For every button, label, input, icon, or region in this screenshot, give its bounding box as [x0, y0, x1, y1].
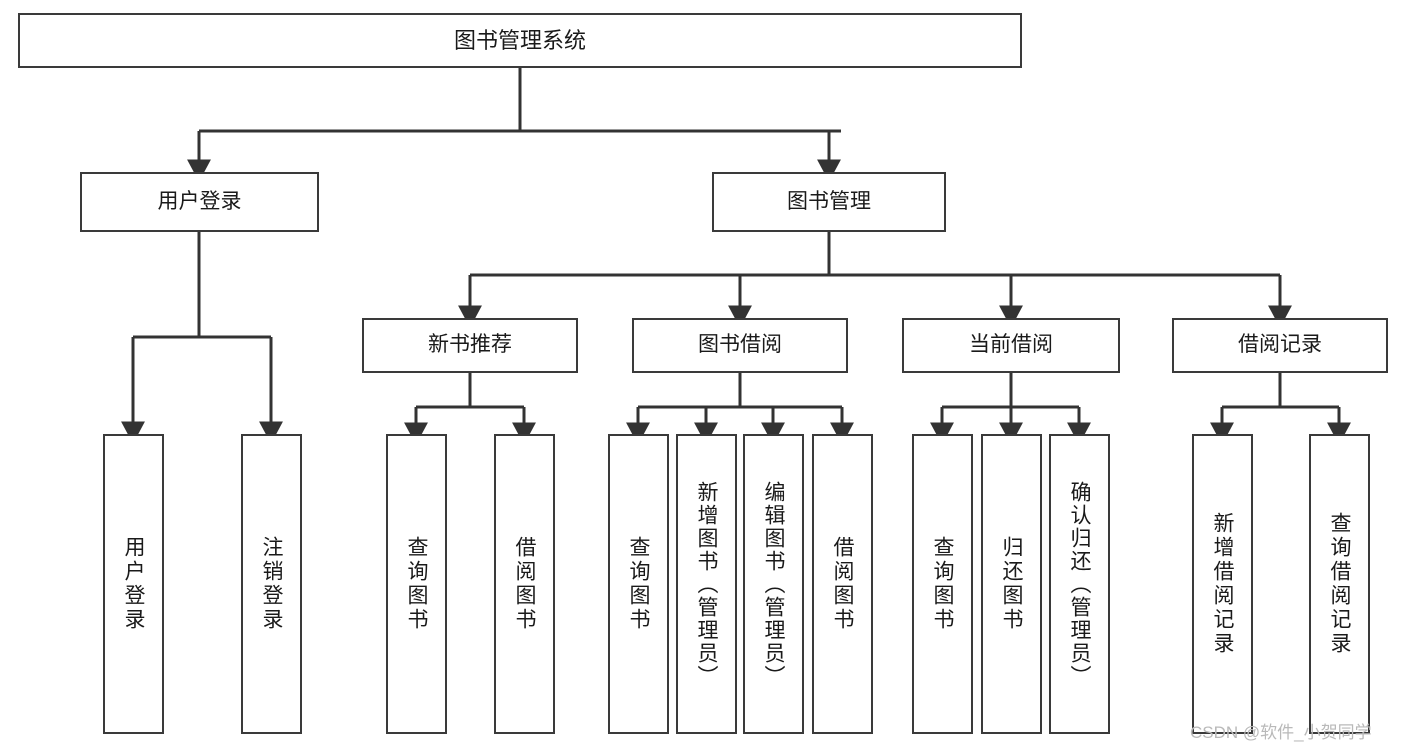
- node-label: 新书推荐: [428, 333, 512, 357]
- node-label: 新增图书（管理员）: [695, 480, 718, 688]
- node-label: 查询图书: [627, 536, 650, 632]
- node-new-book-recommend[interactable]: 新书推荐: [362, 318, 578, 373]
- node-label: 查询图书: [405, 536, 428, 632]
- node-label: 确认归还（管理员）: [1068, 480, 1091, 688]
- node-label: 编辑图书（管理员）: [762, 480, 785, 688]
- node-label: 当前借阅: [969, 333, 1053, 357]
- node-book-management[interactable]: 图书管理: [712, 172, 946, 232]
- leaf-borrow-record-query[interactable]: 查询借阅记录: [1309, 434, 1370, 734]
- node-borrow-record[interactable]: 借阅记录: [1172, 318, 1388, 373]
- node-label: 图书借阅: [698, 333, 782, 357]
- node-book-borrow[interactable]: 图书借阅: [632, 318, 848, 373]
- leaf-new-book-borrow[interactable]: 借阅图书: [494, 434, 555, 734]
- node-label: 借阅记录: [1238, 333, 1322, 357]
- node-user-login[interactable]: 用户登录: [80, 172, 319, 232]
- node-label: 用户登录: [157, 189, 242, 213]
- leaf-book-borrow-edit[interactable]: 编辑图书（管理员）: [743, 434, 804, 734]
- node-current-borrow[interactable]: 当前借阅: [902, 318, 1120, 373]
- leaf-user-login-logout[interactable]: 注销登录: [241, 434, 302, 734]
- leaf-new-book-query[interactable]: 查询图书: [386, 434, 447, 734]
- node-label: 图书管理: [787, 189, 871, 213]
- node-label: 用户登录: [122, 536, 145, 632]
- node-label: 查询图书: [931, 536, 954, 632]
- leaf-book-borrow-borrow[interactable]: 借阅图书: [812, 434, 873, 734]
- node-label: 借阅图书: [831, 536, 854, 632]
- node-label: 查询借阅记录: [1328, 512, 1351, 656]
- node-label: 注销登录: [260, 536, 283, 632]
- node-label: 借阅图书: [513, 536, 536, 632]
- leaf-book-borrow-query[interactable]: 查询图书: [608, 434, 669, 734]
- leaf-current-borrow-return[interactable]: 归还图书: [981, 434, 1042, 734]
- watermark: CSDN @软件_小贺同学: [1190, 723, 1372, 742]
- leaf-user-login-login[interactable]: 用户登录: [103, 434, 164, 734]
- node-label: 归还图书: [1000, 536, 1023, 632]
- leaf-current-borrow-confirm[interactable]: 确认归还（管理员）: [1049, 434, 1110, 734]
- leaf-current-borrow-query[interactable]: 查询图书: [912, 434, 973, 734]
- node-label: 新增借阅记录: [1211, 512, 1234, 656]
- leaf-book-borrow-add[interactable]: 新增图书（管理员）: [676, 434, 737, 734]
- node-root-system[interactable]: 图书管理系统: [18, 13, 1022, 68]
- leaf-borrow-record-add[interactable]: 新增借阅记录: [1192, 434, 1253, 734]
- node-label: 图书管理系统: [453, 27, 586, 53]
